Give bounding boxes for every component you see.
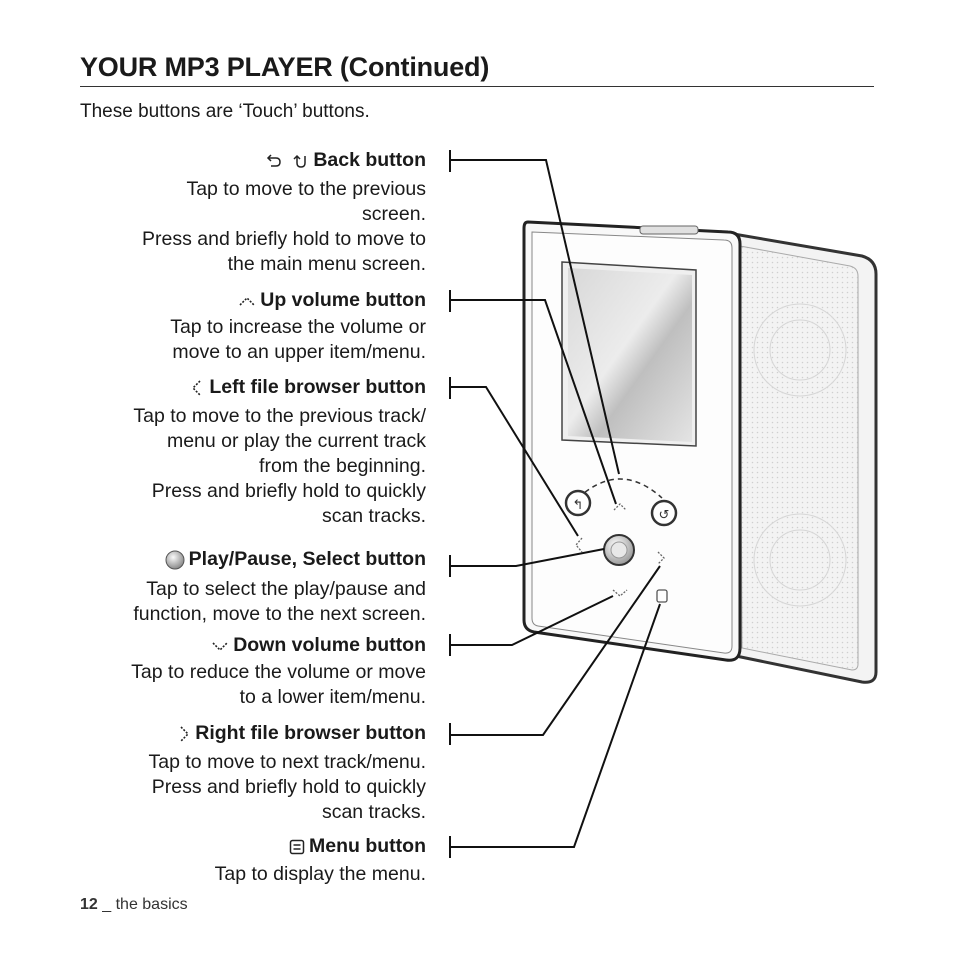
button-name: Up volume button xyxy=(260,289,426,311)
hold-switch xyxy=(639,225,699,235)
button-name: Menu button xyxy=(309,835,426,857)
desc-line: Tap to move to next track/menu. xyxy=(148,750,426,773)
desc-line: Tap to move to the previous track/ xyxy=(133,404,426,427)
desc-line: Press and briefly hold to quickly xyxy=(151,775,426,798)
lcd-screen xyxy=(561,261,697,447)
up-volume-button-description: Up volume button Tap to increase the vol… xyxy=(170,288,426,365)
desc-line: move to an upper item/menu. xyxy=(172,340,426,363)
play-pause-icon xyxy=(165,550,185,569)
menu-button-description: Menu button Tap to display the menu. xyxy=(215,834,426,887)
menu-icon xyxy=(289,839,305,854)
back-icon xyxy=(267,153,307,168)
page-footer: 12 _ the basics xyxy=(80,896,188,914)
desc-line: function, move to the next screen. xyxy=(133,602,426,625)
desc-line: Tap to select the play/pause and xyxy=(146,577,426,600)
play-pause-button-description: Play/Pause, Select button Tap to select … xyxy=(133,547,426,627)
left-file-browser-button-description: Left file browser button Tap to move to … xyxy=(133,375,426,529)
footer-section: the basics xyxy=(115,896,188,913)
desc-line: Tap to reduce the volume or move xyxy=(131,660,426,683)
desc-line: screen. xyxy=(362,202,426,225)
button-name: Back button xyxy=(313,149,426,171)
speaker-panel xyxy=(720,230,878,684)
desc-line: Tap to increase the volume or xyxy=(170,315,426,338)
svg-text:↰: ↰ xyxy=(573,497,584,512)
desc-line: from the beginning. xyxy=(259,454,426,477)
desc-line: menu or play the current track xyxy=(166,429,426,452)
desc-line: Press and briefly hold to quickly xyxy=(151,479,426,502)
desc-line: to a lower item/menu. xyxy=(239,685,426,708)
svg-text:↺: ↺ xyxy=(659,507,670,522)
button-name: Right file browser button xyxy=(195,722,426,744)
intro-text: These buttons are ‘Touch’ buttons. xyxy=(80,101,370,122)
back-button-description: Back button Tap to move to the previous … xyxy=(142,148,426,277)
desc-line: Press and briefly hold to move to xyxy=(142,227,426,250)
page-number: 12 xyxy=(80,896,98,913)
desc-line: scan tracks. xyxy=(321,800,426,823)
callout-lines xyxy=(449,150,661,858)
right-file-browser-button-description: Right file browser button Tap to move to… xyxy=(149,721,426,825)
page-title: YOUR MP3 PLAYER (Continued) xyxy=(80,52,490,82)
title-divider xyxy=(80,86,874,87)
button-name: Down volume button xyxy=(233,634,426,656)
footer-separator: _ xyxy=(97,896,116,913)
down-volume-button-description: Down volume button Tap to reduce the vol… xyxy=(131,633,426,710)
button-name: Play/Pause, Select button xyxy=(188,548,426,570)
desc-line: Tap to move to the previous xyxy=(186,177,426,200)
desc-line: Tap to display the menu. xyxy=(214,862,426,885)
button-name: Left file browser button xyxy=(209,376,426,398)
desc-line: scan tracks. xyxy=(321,504,426,527)
desc-line: the main menu screen. xyxy=(227,252,426,275)
